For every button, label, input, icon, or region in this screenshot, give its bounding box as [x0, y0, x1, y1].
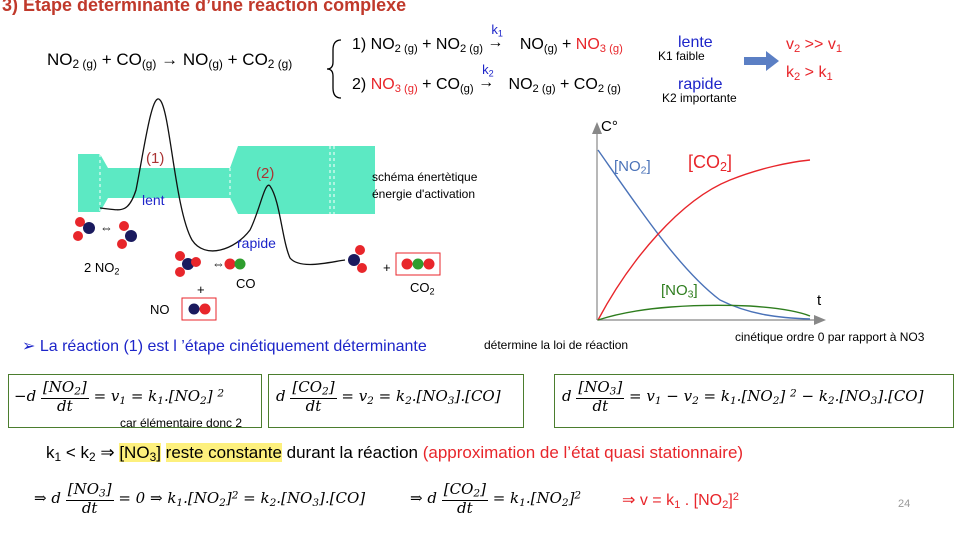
equation-box-3 [554, 374, 954, 428]
equation-2: d [CO2]dt = v2 = k2.[NO3].[CO] [276, 378, 501, 415]
chart-x-label: t [817, 292, 822, 309]
step-2: 2) NO3 (g) + CO(g) k2 → NO2 (g) + CO2 (g… [352, 62, 621, 95]
chart-y-label: C° [601, 118, 618, 135]
species-2no2: 2 NO2 [84, 260, 120, 277]
conclusion-k: k2 > k1 [786, 64, 833, 83]
kinetic-chart [592, 122, 826, 325]
species-co2: CO2 [410, 280, 435, 297]
final-result: ⇒ v = k1 . [NO2]2 [622, 490, 740, 511]
step-1-speed: lente [678, 34, 713, 51]
step-1-note: K1 faible [658, 49, 705, 63]
chart-no3-label: [NO3] [661, 282, 698, 301]
right-arrow-icon [744, 51, 779, 71]
statement-note: détermine la loi de réaction [484, 338, 629, 352]
species-plus-2: + [383, 260, 391, 275]
species-no: NO [150, 302, 170, 317]
species-plus-1: + [197, 282, 205, 297]
equation-1-note: car élémentaire donc 2 [120, 416, 243, 430]
energy-slow: lent [142, 192, 165, 208]
energy-label-2: (2) [256, 165, 275, 182]
energy-caption-1: schéma énertètique [372, 170, 478, 184]
approximation-line: k1 < k2 ⇒ [NO3] reste constante durant l… [46, 443, 744, 464]
chart-co2-label: [CO2] [688, 152, 733, 175]
final-equation-2: ⇒ d [CO2]dt = k1.[NO2]2 [410, 480, 582, 517]
no2-molecules [73, 217, 367, 277]
no3-curve [597, 304, 811, 321]
energy-diagram [73, 98, 441, 321]
energy-caption-2: énergie d'activation [372, 187, 476, 201]
no2-curve [597, 149, 811, 320]
co2-curve [597, 159, 811, 321]
chart-caption: cinétique ordre 0 par rapport à NO3 [735, 330, 925, 344]
step-2-speed: rapide [678, 76, 723, 93]
eq-symbol-2: ⇔ [212, 256, 225, 271]
page-title: 3) Étape déterminante d’une réaction com… [2, 0, 407, 15]
statement: ➢ La réaction (1) est l ’étape cinétique… [22, 338, 427, 355]
global-reaction: NO2 (g) + CO(g) → NO(g) + CO2 (g) [47, 50, 293, 71]
final-equation-1: ⇒ d [NO3]dt = 0 ⇒ k1.[NO2]2 = k2.[NO3].[… [34, 480, 366, 517]
page-number: 24 [898, 498, 911, 510]
chart-no2-label: [NO2] [614, 158, 651, 177]
brace-icon [326, 39, 342, 99]
conclusion-v: v2 >> v1 [786, 36, 843, 55]
equation-box-2 [268, 374, 524, 428]
step-2-note: K2 importante [662, 91, 737, 105]
equation-box-1 [8, 374, 262, 428]
species-co: CO [236, 276, 256, 291]
energy-label-1: (1) [146, 150, 165, 167]
energy-fast: rapide [237, 235, 276, 251]
eq-symbol-1: ⇔ [100, 220, 113, 235]
step-1: 1) NO2 (g) + NO2 (g) k1 → NO(g) + NO3 (g… [352, 22, 623, 55]
equation-3: d [NO3]dt = v1 − v2 = k1.[NO2] 2 − k2.[N… [562, 378, 924, 415]
equation-1: −d [NO2]dt = v1 = k1.[NO2] 2 [14, 378, 224, 415]
